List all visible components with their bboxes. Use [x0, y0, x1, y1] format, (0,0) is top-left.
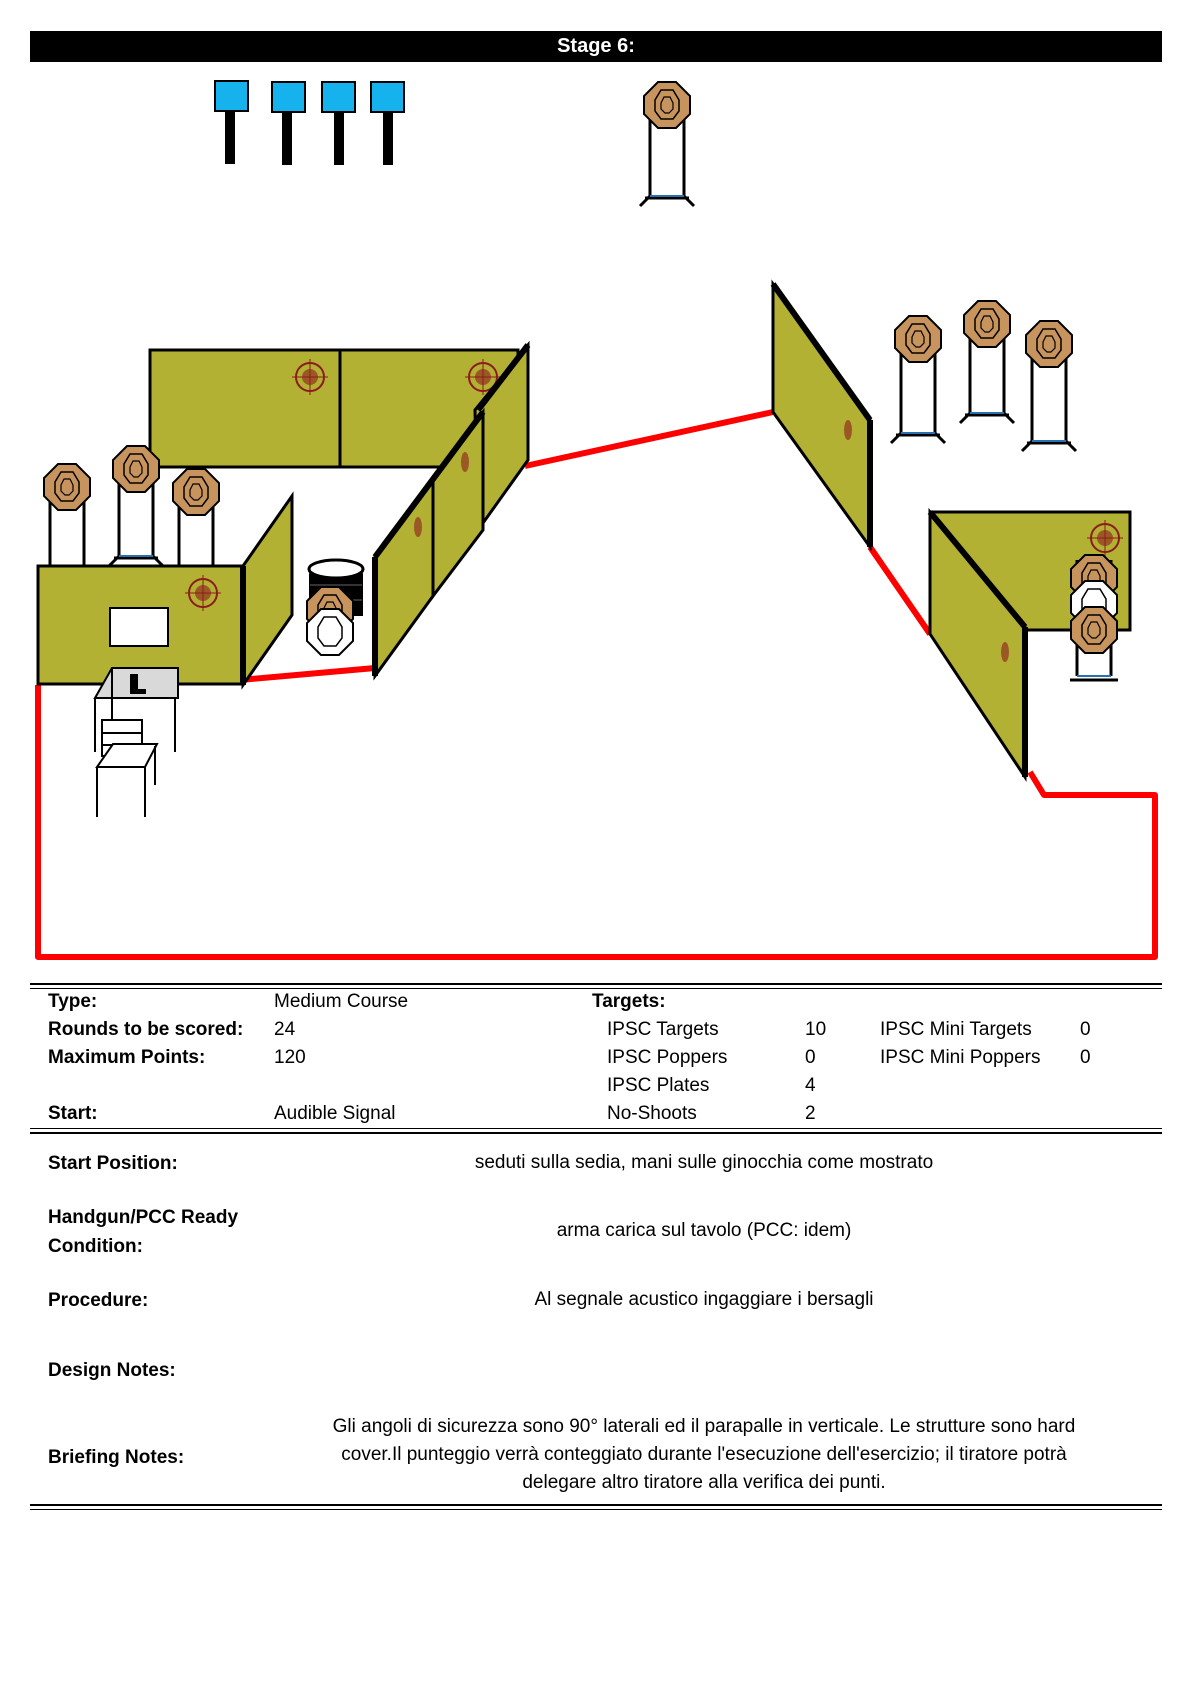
type-value: Medium Course: [274, 991, 409, 1012]
mini-target-value: 0: [1080, 1019, 1091, 1040]
briefing-notes-line: cover.Il punteggio verrà conteggiato dur…: [341, 1444, 1067, 1465]
front-wall-left: [36, 491, 294, 690]
target-type-label: IPSC Plates: [607, 1075, 710, 1096]
target-type-label: No-Shoots: [607, 1103, 697, 1124]
fault-line-segment: [867, 545, 933, 636]
ready-condition-label-line1: Handgun/PCC Ready: [48, 1207, 239, 1228]
start-position-value: seduti sulla sedia, mani sulle ginocchia…: [474, 1152, 934, 1173]
target-top-center: [638, 81, 696, 208]
target-type-label: IPSC Targets: [607, 1019, 719, 1040]
design-notes-label: Design Notes:: [48, 1360, 176, 1381]
target-type-value: 4: [805, 1075, 816, 1096]
briefing-notes-label: Briefing Notes:: [48, 1447, 185, 1468]
fault-line-segment: [239, 665, 376, 683]
briefing-notes-line: delegare altro tiratore alla verifica de…: [522, 1472, 886, 1493]
rounds-value: 24: [274, 1019, 296, 1040]
stage-title: Stage 6:: [557, 35, 635, 57]
targets-right-stacked: [1070, 554, 1118, 682]
ready-condition-value: arma carica sul tavolo (PCC: idem): [556, 1220, 852, 1241]
target-type-label: IPSC Poppers: [607, 1047, 728, 1068]
max-points-value: 120: [274, 1047, 306, 1068]
mini-target-label: IPSC Mini Targets: [880, 1019, 1032, 1040]
steel-plate: [271, 81, 306, 165]
mini-target-value: 0: [1080, 1047, 1091, 1068]
steel-plate: [321, 81, 356, 165]
rounds-label: Rounds to be scored:: [48, 1019, 244, 1040]
targets-right: [889, 300, 1078, 453]
back-wall: [148, 340, 531, 535]
barrels: [306, 558, 365, 656]
mini-target-label: IPSC Mini Poppers: [880, 1047, 1041, 1068]
fault-line: [35, 685, 1158, 960]
start-label: Start:: [48, 1103, 98, 1124]
max-points-label: Maximum Points:: [48, 1047, 206, 1068]
steel-plates: [214, 80, 405, 165]
target-type-value: 2: [805, 1103, 816, 1124]
start-value: Audible Signal: [274, 1103, 396, 1124]
procedure-value: Al segnale acustico ingaggiare i bersagl…: [534, 1289, 874, 1310]
fault-line-segment: [524, 409, 774, 469]
type-label: Type:: [48, 991, 98, 1012]
target-type-value: 0: [805, 1047, 816, 1068]
targets-label: Targets:: [592, 991, 666, 1012]
start-chair: [95, 719, 159, 817]
center-wall: [372, 407, 486, 681]
steel-plate: [370, 81, 405, 165]
start-table: [93, 667, 179, 752]
briefing-notes-line: Gli angoli di sicurezza sono 90° lateral…: [332, 1416, 1076, 1437]
stage-diagram: [35, 80, 1158, 960]
ready-condition-label-line2: Condition:: [48, 1236, 143, 1257]
stage-title-bar: Stage 6:: [30, 31, 1162, 62]
target-type-value: 10: [805, 1019, 827, 1040]
procedure-label: Procedure:: [48, 1290, 149, 1311]
steel-plate: [214, 80, 249, 164]
start-position-label: Start Position:: [48, 1153, 178, 1174]
right-diagonal-wall: [770, 279, 873, 552]
